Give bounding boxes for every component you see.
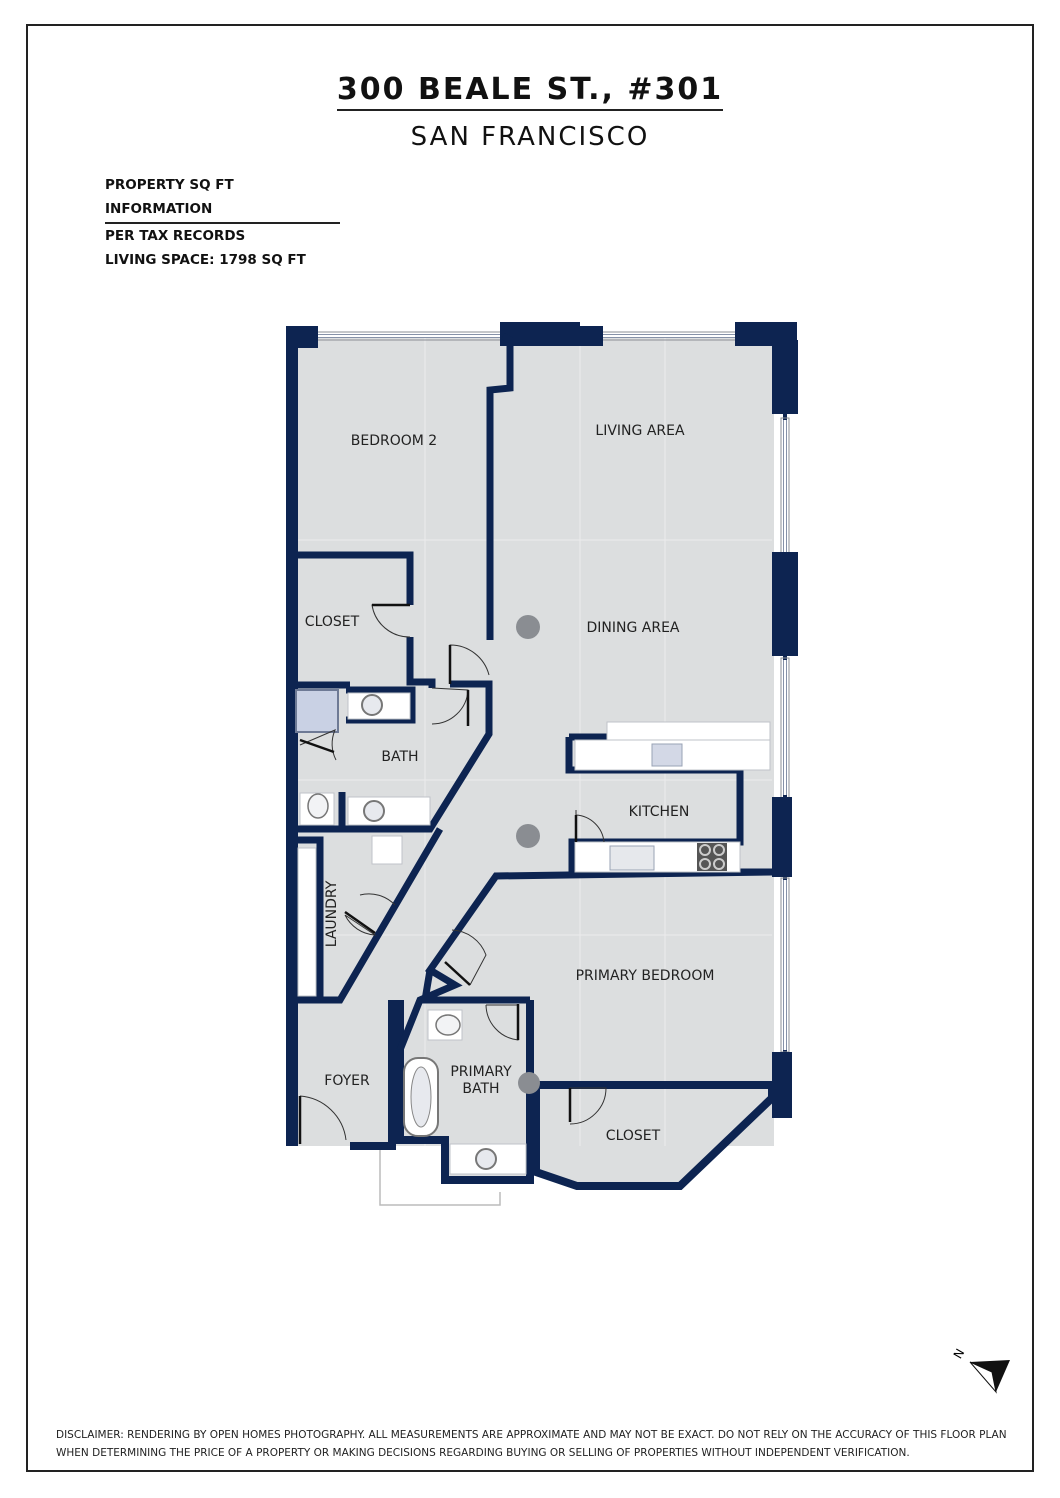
room-label-bedroom-2: BEDROOM 2 [351,433,437,449]
north-letter: N [951,1346,968,1361]
column-icon [518,1072,540,1094]
sqft-info: PROPERTY SQ FT INFORMATION PER TAX RECOR… [105,173,340,272]
disclaimer: DISCLAIMER: RENDERING BY OPEN HOMES PHOT… [56,1426,1016,1462]
disclaimer-line-1: DISCLAIMER: RENDERING BY OPEN HOMES PHOT… [56,1429,1007,1441]
primary-bath-fixtures [403,1009,527,1175]
stove-icon [697,843,727,871]
balcony-outline [379,1150,501,1206]
room-label-foyer: FOYER [324,1073,370,1089]
interior-walls [292,332,773,1052]
city-subtitle: SAN FRANCISCO [410,122,650,152]
door-leaves [298,603,578,1144]
disclaimer-line-2: WHEN DETERMINING THE PRICE OF A PROPERTY… [56,1447,910,1459]
bath-fixtures [295,689,431,997]
room-label-primary-bath-2: BATH [462,1081,499,1097]
sqft-living-space: LIVING SPACE: 1798 SQ FT [105,252,306,268]
page-border [26,24,1034,1472]
room-label-living-area: LIVING AREA [595,423,685,439]
room-label-bath: BATH [381,749,418,765]
column-icon [516,615,540,639]
room-label-closet-2: CLOSET [606,1128,661,1144]
room-label-primary-bedroom: PRIMARY BEDROOM [576,968,715,984]
sqft-source: PER TAX RECORDS [105,228,246,244]
address-title: 300 BEALE ST., #301 [336,72,724,111]
room-label-primary-bath: PRIMARY [450,1064,512,1080]
windows [318,334,787,1050]
room-label-closet: CLOSET [305,614,360,630]
plan-title: 300 BEALE ST., #301 [0,72,1060,111]
room-label-laundry: LAUNDRY [324,880,340,947]
column-icon [516,824,540,848]
room-label-dining-area: DINING AREA [586,620,679,636]
room-label-kitchen: KITCHEN [629,804,690,820]
door-swings [299,604,607,1141]
sqft-heading: PROPERTY SQ FT INFORMATION [105,173,340,224]
north-arrow-icon: N [951,1346,1010,1394]
